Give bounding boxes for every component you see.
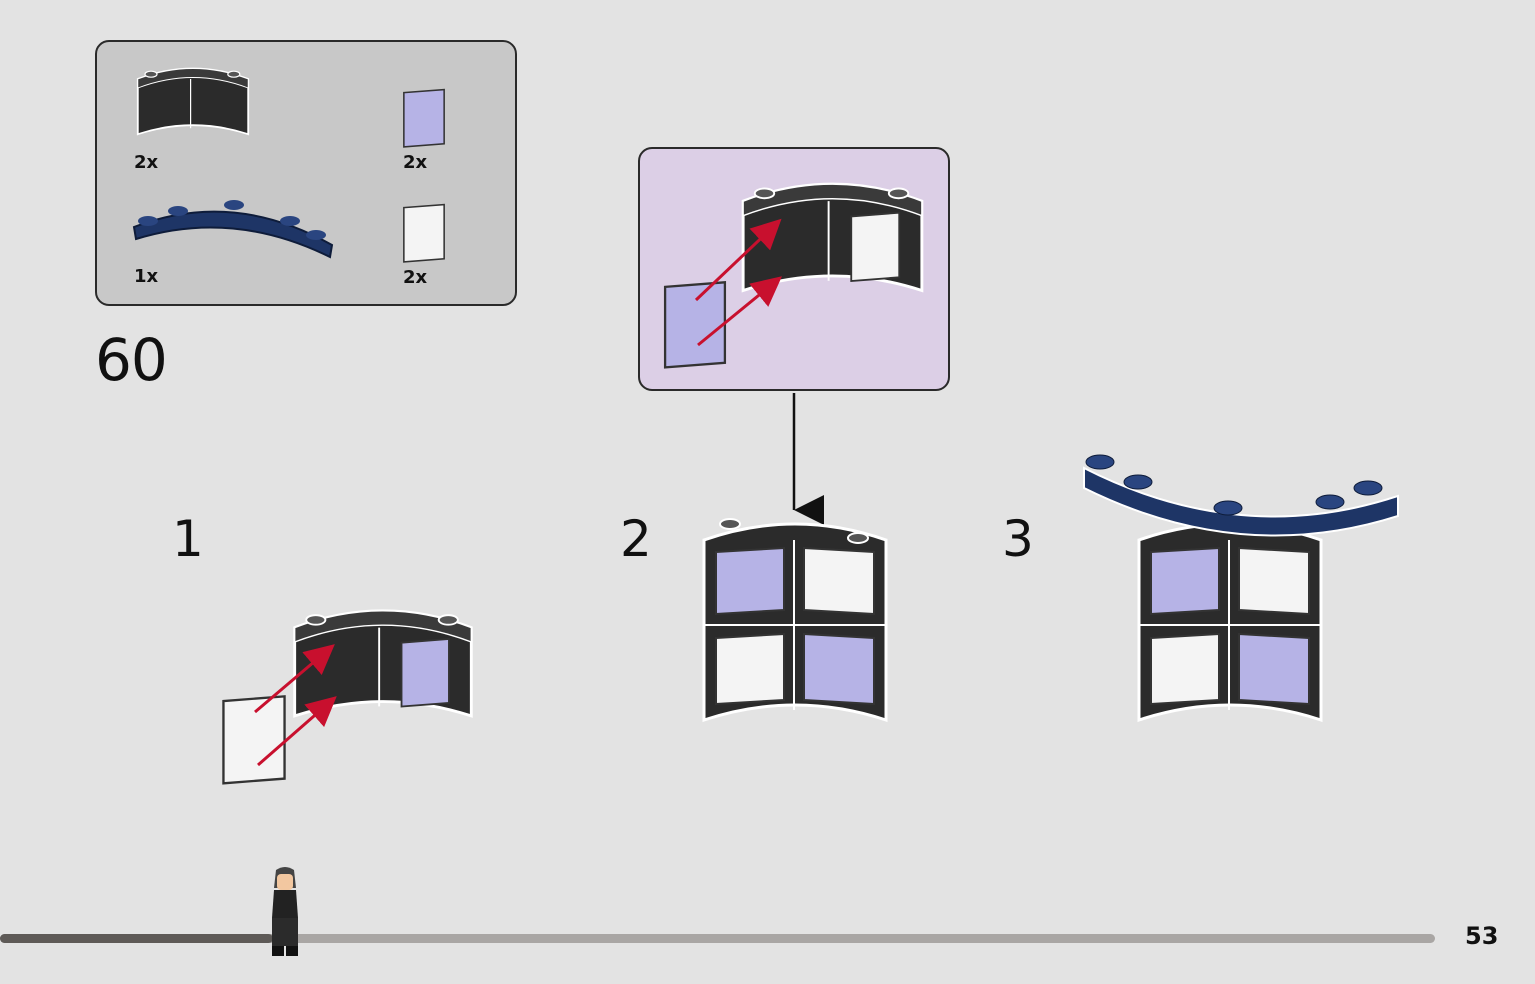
substep-2-window-stack — [702, 518, 888, 723]
step-number: 60 — [95, 326, 168, 394]
substep-1-number: 1 — [172, 510, 204, 568]
substep-3-window-stack — [1137, 522, 1323, 723]
substep-3-number: 3 — [1002, 510, 1034, 568]
progress-track — [0, 934, 1435, 943]
part-count-frame: 2x — [134, 152, 159, 173]
progress-fill — [0, 934, 273, 943]
substep-3-dark-blue-plate — [1083, 454, 1399, 537]
part-count-plate: 1x — [134, 266, 159, 287]
minifigure-icon — [272, 867, 298, 956]
part-count-lavender-pane: 2x — [403, 152, 428, 173]
part-dark-blue-plate-icon — [132, 200, 334, 259]
page-number: 53 — [1465, 922, 1499, 950]
substep-2-number: 2 — [620, 510, 652, 568]
part-count-clear-pane: 2x — [403, 267, 428, 288]
